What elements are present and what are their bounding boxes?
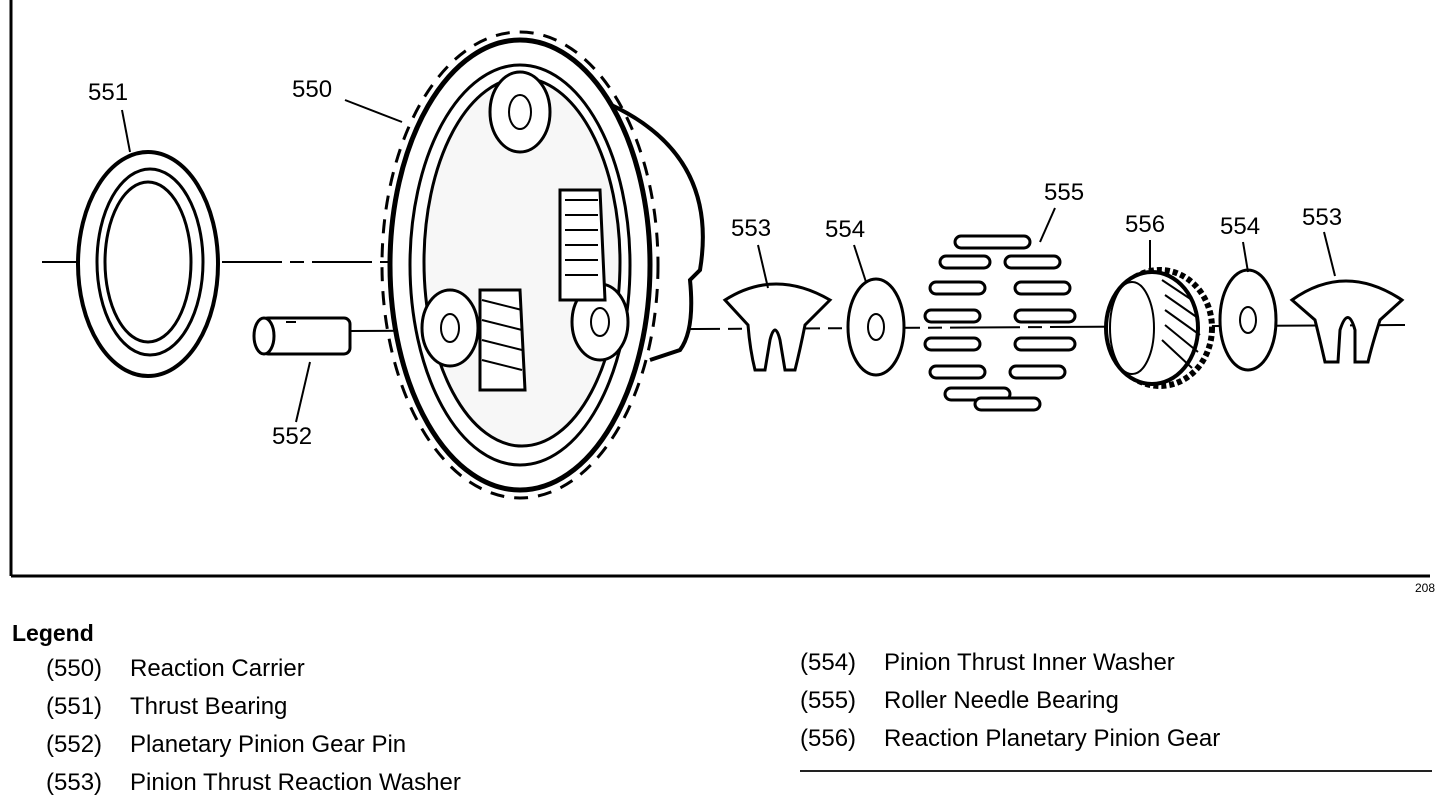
exploded-view-diagram: 551 550 552 553 554 555 556 554 553 208	[9, 0, 1435, 595]
legend: Legend (550) Reaction Carrier (551) Thru…	[0, 612, 1440, 802]
callout-556: 556	[1125, 211, 1165, 238]
legend-right-column: (554) Pinion Thrust Inner Washer (555) R…	[800, 644, 1220, 758]
planetary-pinion-gear-556	[1104, 267, 1215, 389]
legend-item: (555) Roller Needle Bearing	[800, 682, 1220, 720]
legend-left-column: (550) Reaction Carrier (551) Thrust Bear…	[46, 650, 461, 802]
legend-item: (553) Pinion Thrust Reaction Washer	[46, 764, 461, 802]
callout-554-right: 554	[1220, 213, 1260, 240]
inner-washer-554-right	[1218, 268, 1278, 372]
legend-name: Pinion Thrust Reaction Washer	[130, 769, 461, 796]
legend-code: (551)	[46, 693, 103, 720]
legend-item: (554) Pinion Thrust Inner Washer	[800, 644, 1220, 682]
callout-553-right: 553	[1302, 204, 1342, 231]
callout-550: 550	[292, 76, 332, 103]
reaction-washer-553-left	[722, 282, 833, 372]
legend-name: Roller Needle Bearing	[884, 687, 1119, 714]
callout-553-left: 553	[731, 215, 771, 242]
legend-item: (551) Thrust Bearing	[46, 688, 461, 726]
reaction-washer-553-right	[1289, 279, 1405, 364]
legend-item: (552) Planetary Pinion Gear Pin	[46, 726, 461, 764]
legend-code: (555)	[800, 687, 857, 714]
legend-name: Reaction Planetary Pinion Gear	[884, 725, 1221, 752]
legend-code: (550)	[46, 655, 103, 682]
legend-code: (554)	[800, 649, 857, 676]
callout-554-left: 554	[825, 216, 865, 243]
footer-rule	[800, 770, 1432, 772]
legend-name: Thrust Bearing	[130, 693, 288, 720]
roller-needle-bearing-555	[923, 234, 1077, 412]
thrust-bearing-551	[76, 150, 220, 378]
figure-id: 208	[1415, 581, 1435, 595]
callout-555: 555	[1044, 179, 1084, 206]
leader-lines	[121, 99, 1336, 423]
pinion-gear-pin-552	[252, 316, 352, 356]
legend-name: Planetary Pinion Gear Pin	[130, 731, 407, 758]
legend-item: (556) Reaction Planetary Pinion Gear	[800, 720, 1220, 758]
legend-code: (556)	[800, 725, 857, 752]
legend-name: Pinion Thrust Inner Washer	[884, 649, 1175, 676]
legend-code: (552)	[46, 731, 103, 758]
inner-washer-554-left	[846, 277, 906, 377]
legend-name: Reaction Carrier	[130, 655, 305, 682]
callout-551: 551	[88, 79, 128, 106]
reaction-carrier-550	[380, 30, 705, 500]
callout-552: 552	[272, 423, 312, 450]
legend-code: (553)	[46, 769, 103, 796]
legend-title: Legend	[12, 620, 94, 646]
diagram-canvas: 551 550 552 553 554 555 556 554 553 208	[9, 0, 1435, 595]
legend-item: (550) Reaction Carrier	[46, 650, 461, 688]
